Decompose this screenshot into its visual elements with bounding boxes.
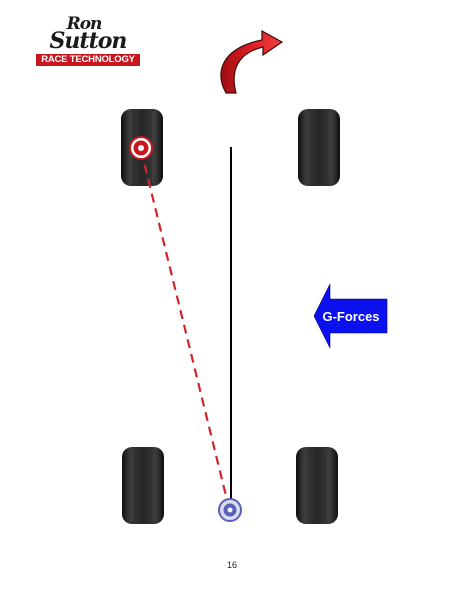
- rear-target-icon: [218, 498, 242, 522]
- front-target-icon: [129, 136, 153, 160]
- tire-front-right: [298, 109, 340, 186]
- logo-band: RACE TECHNOLOGY: [36, 54, 140, 66]
- tire-rear-left: [122, 447, 164, 524]
- dashed-roll-axis-line: [139, 149, 231, 509]
- ron-sutton-logo: Ron Sutton RACE TECHNOLOGY: [36, 14, 140, 66]
- page-number: 16: [226, 560, 237, 570]
- tire-rear-right: [296, 447, 338, 524]
- g-forces-arrow: G-Forces: [313, 283, 388, 349]
- logo-line1: Ron: [66, 14, 103, 34]
- g-forces-label: G-Forces: [322, 309, 379, 324]
- logo-line2: Sutton: [49, 28, 128, 54]
- curved-arrow-right-icon: [220, 29, 284, 94]
